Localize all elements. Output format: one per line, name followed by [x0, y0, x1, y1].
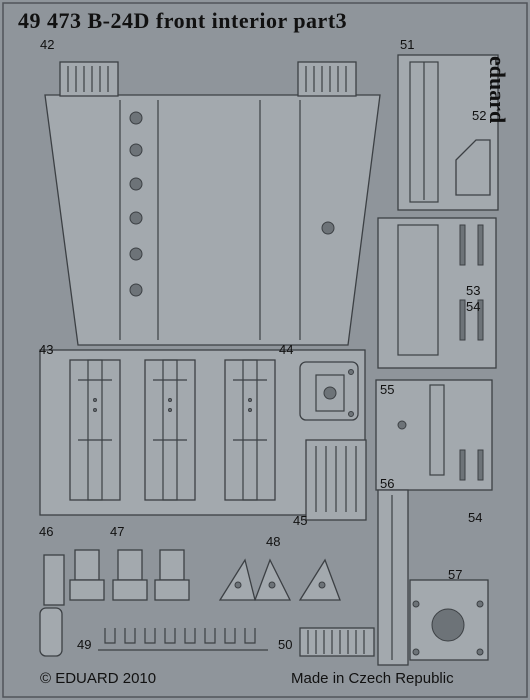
part-53-rods [377, 217, 497, 369]
part-44-plate [299, 361, 359, 421]
part-label-43: 43 [39, 342, 54, 357]
part-46-bottle [39, 554, 65, 657]
part-label-47: 47 [110, 524, 125, 539]
part-label-46: 46 [39, 524, 54, 539]
part-48-triangles [218, 558, 341, 601]
part-label-45: 45 [293, 513, 308, 528]
sheet-title: 49 473 B-24D front interior part3 [18, 8, 348, 33]
part-label-54a: 54 [466, 299, 481, 314]
part-45-strips [305, 439, 367, 521]
part-49-loops [98, 628, 268, 651]
part-label-50: 50 [278, 637, 293, 652]
part-label-57: 57 [448, 567, 463, 582]
part-52-tab [455, 139, 491, 196]
part-label-51: 51 [400, 37, 415, 52]
part-label-54b: 54 [468, 510, 483, 525]
brand-logo: eduard [485, 56, 510, 124]
part-label-53: 53 [466, 283, 481, 298]
part-label-56: 56 [380, 476, 395, 491]
part-label-48: 48 [266, 534, 281, 549]
part-label-44: 44 [279, 342, 294, 357]
part-50-comb [299, 627, 375, 657]
part-55-assembly [375, 379, 493, 491]
copyright-text: © EDUARD 2010 [40, 670, 157, 687]
part-label-52: 52 [472, 108, 487, 123]
part-42-front-panel [44, 61, 381, 346]
part-47-fittings [69, 549, 190, 601]
made-in-text: Made in Czech Republic [291, 670, 454, 687]
part-57-plate [409, 579, 489, 661]
part-56-strip [377, 489, 409, 666]
part-label-49: 49 [77, 637, 92, 652]
part-label-55: 55 [380, 382, 395, 397]
part-label-42: 42 [40, 37, 55, 52]
